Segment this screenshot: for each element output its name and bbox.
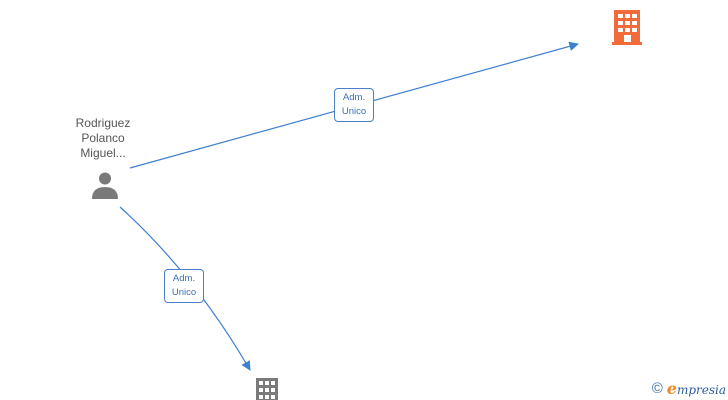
- person-icon[interactable]: [90, 170, 120, 200]
- edge-label-line: Unico: [341, 106, 367, 117]
- building-icon[interactable]: [253, 376, 281, 400]
- person-name[interactable]: Rodriguez Polanco Miguel...: [58, 116, 148, 161]
- person-name-line: Rodriguez: [75, 116, 131, 130]
- edge-label-company-bottom: Adm. Unico: [164, 269, 204, 303]
- brand-watermark: © empresia: [651, 378, 726, 399]
- brand-initial: e: [666, 378, 677, 398]
- edge-label-line: Unico: [171, 287, 197, 298]
- building-icon[interactable]: [610, 8, 644, 46]
- brand-name-rest: mpresia: [676, 382, 726, 397]
- edge-label-line: Adm.: [342, 92, 366, 103]
- edge-label-line: Adm.: [172, 273, 196, 284]
- edge-label-company-top: Adm. Unico: [334, 88, 374, 122]
- person-name-line: Polanco: [81, 131, 125, 145]
- copyright-icon: ©: [651, 380, 663, 397]
- brand-name: empresia: [666, 378, 726, 399]
- person-name-line: Miguel...: [80, 146, 126, 160]
